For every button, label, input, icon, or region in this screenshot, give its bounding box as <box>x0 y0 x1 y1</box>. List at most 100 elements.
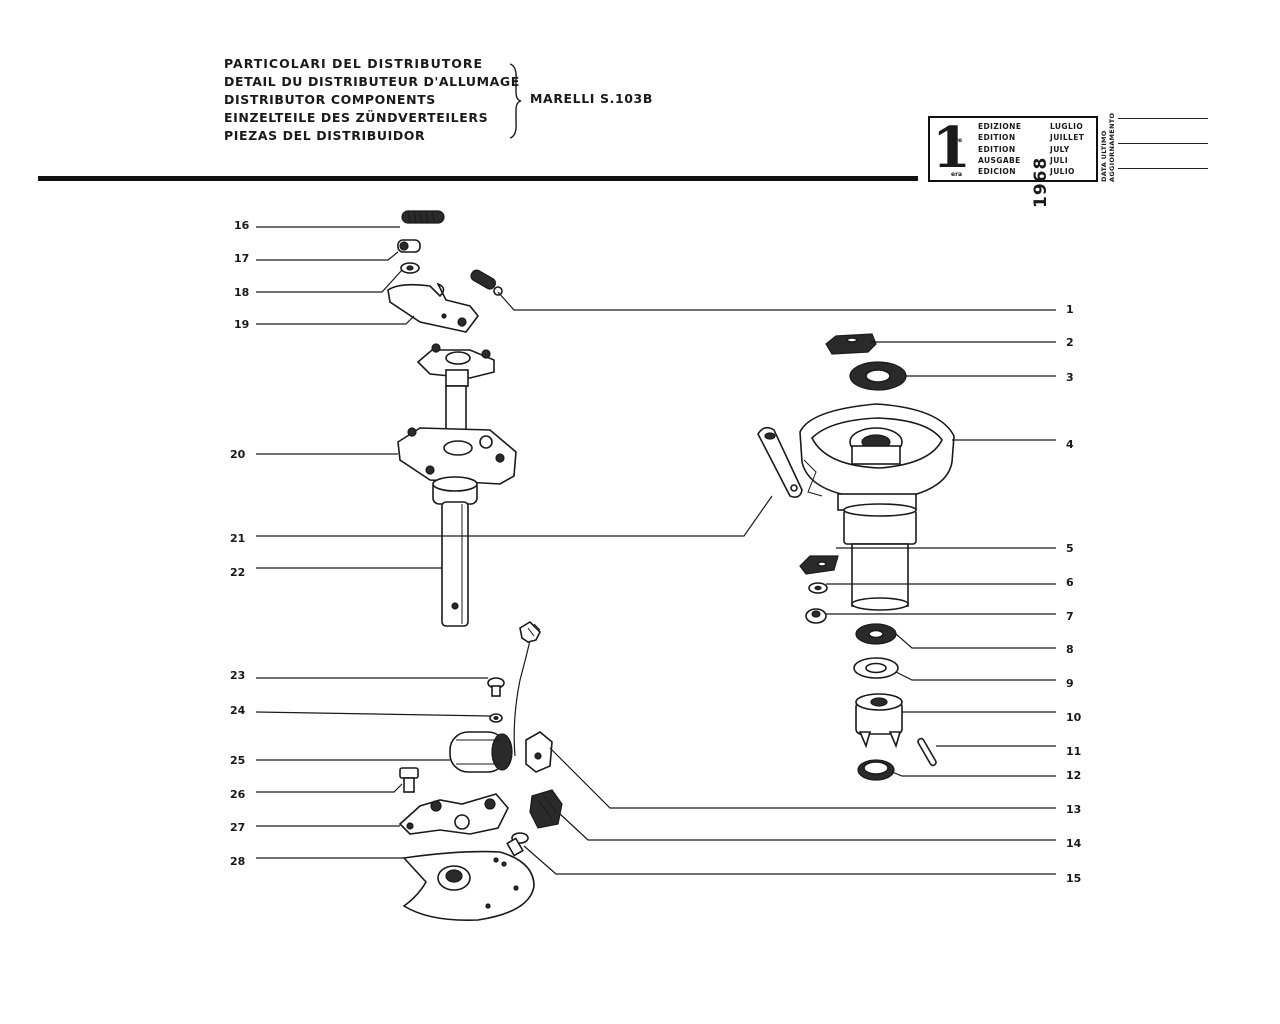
update-line <box>1118 118 1208 119</box>
callout-number: 10 <box>1066 711 1082 724</box>
edition-label: EDIZIONE <box>978 122 1022 131</box>
callout-09: 9 <box>895 671 1074 690</box>
callout-26: 26 <box>230 783 403 801</box>
update-line <box>1118 168 1208 169</box>
part-14-block <box>529 789 563 829</box>
callout-number: 13 <box>1066 803 1081 816</box>
callout-number: 14 <box>1066 837 1082 850</box>
part-26-bolt <box>399 767 419 793</box>
callout-12: 12 <box>891 769 1081 782</box>
callout-15: 15 <box>523 845 1081 885</box>
edition-month: JUILLET <box>1050 133 1085 143</box>
callout-number: 17 <box>234 252 249 265</box>
update-line <box>1118 143 1208 144</box>
callout-17: 17 <box>234 251 399 265</box>
callout-number: 21 <box>230 532 245 545</box>
part-01-spring <box>470 269 503 296</box>
callout-05: 5 <box>836 542 1074 555</box>
part-22-drive-shaft <box>441 501 469 627</box>
callout-21: 21 <box>230 495 773 545</box>
part-13-clamp <box>525 731 553 773</box>
edition-label: EDICION <box>978 167 1016 177</box>
title-italian: PARTICOLARI DEL DISTRIBUTORE <box>224 56 484 71</box>
edition-label: AUSGABE <box>978 155 1021 165</box>
part-15-screw <box>506 832 529 857</box>
edition-suffix: st <box>951 148 958 156</box>
edition-months: LUGLIO JUILLET JULY JULI JULIO <box>1050 121 1084 177</box>
callout-number: 27 <box>230 821 245 834</box>
callout-number: 11 <box>1066 745 1081 758</box>
part-17-screw <box>397 239 421 253</box>
title-english: DISTRIBUTOR COMPONENTS <box>224 92 436 107</box>
callout-10: 10 <box>902 711 1082 724</box>
part-06-washer <box>808 582 828 594</box>
callout-18: 18 <box>234 269 403 299</box>
callout-number: 8 <box>1066 643 1074 656</box>
part-19-bracket <box>387 282 480 333</box>
callout-19: 19 <box>234 315 415 331</box>
brace-icon <box>509 63 522 139</box>
part-07-nut <box>805 608 827 624</box>
title-spanish: PIEZAS DEL DISTRIBUIDOR <box>224 128 426 143</box>
part-21-retaining-clip <box>757 426 803 498</box>
callout-08: 8 <box>895 633 1074 656</box>
callout-20: 20 <box>230 448 398 461</box>
callout-number: 4 <box>1066 438 1074 451</box>
callout-07: 7 <box>826 610 1074 623</box>
part-04-distributor-body <box>799 403 955 611</box>
edition-label: EDITION <box>978 133 1016 143</box>
callout-number: 6 <box>1066 576 1074 589</box>
edition-suffixes: a ère st . era <box>951 124 962 180</box>
callout-24: 24 <box>230 704 491 717</box>
part-08-washer <box>855 623 897 645</box>
edition-box: 1 a ère st . era EDIZIONE EDITION EDITIO… <box>928 115 1098 208</box>
callout-06: 6 <box>826 576 1074 589</box>
callout-number: 25 <box>230 754 245 767</box>
part-12-ring <box>857 759 895 781</box>
part-23-screw <box>487 677 505 697</box>
callout-14: 14 <box>559 813 1082 850</box>
callout-number: 3 <box>1066 371 1074 384</box>
part-02-rotor-contact <box>825 333 877 355</box>
callout-number: 18 <box>234 286 249 299</box>
callout-04: 4 <box>952 438 1074 451</box>
callout-02: 2 <box>870 336 1074 349</box>
callout-number: 24 <box>230 704 246 717</box>
distributor-model: MARELLI S.103B <box>530 91 653 106</box>
callout-number: 1 <box>1066 303 1074 316</box>
title-french: DETAIL DU DISTRIBUTEUR D'ALLUMAGE <box>224 74 520 89</box>
edition-suffix: a <box>951 126 956 133</box>
callout-number: 7 <box>1066 610 1074 623</box>
part-24-washer <box>489 713 503 723</box>
callout-number: 23 <box>230 669 245 682</box>
part-10-drive-dog <box>855 693 903 749</box>
callout-number: 19 <box>234 318 249 331</box>
callout-13: 13 <box>549 747 1081 816</box>
callout-number: 22 <box>230 566 245 579</box>
callout-27: 27 <box>230 821 400 834</box>
callout-number: 5 <box>1066 542 1074 555</box>
edition-month: JULY <box>1050 144 1070 154</box>
part-11-pin <box>917 737 937 767</box>
edition-month: LUGLIO <box>1050 122 1084 131</box>
callout-labels: 16 17 18 19 20 21 22 23 <box>230 219 1082 885</box>
callout-25: 25 <box>230 754 450 767</box>
part-03-felt-ring <box>849 361 907 391</box>
callout-number: 12 <box>1066 769 1081 782</box>
edition-month: JULI <box>1050 155 1069 165</box>
callout-number: 28 <box>230 855 245 868</box>
callout-number: 26 <box>230 788 246 801</box>
edition-number: 1 <box>932 115 971 181</box>
callout-number: 20 <box>230 448 246 461</box>
callout-number: 16 <box>234 219 250 232</box>
callout-23: 23 <box>230 669 488 682</box>
part-18-washer <box>400 262 420 274</box>
last-update-lines <box>1118 118 1208 193</box>
callout-22: 22 <box>230 566 442 579</box>
part-05-key <box>799 555 839 575</box>
callout-11: 11 <box>936 745 1081 758</box>
part-25-capacitor <box>449 620 541 773</box>
edition-label: EDITION <box>978 144 1016 154</box>
edition-month: JULIO <box>1050 167 1075 177</box>
